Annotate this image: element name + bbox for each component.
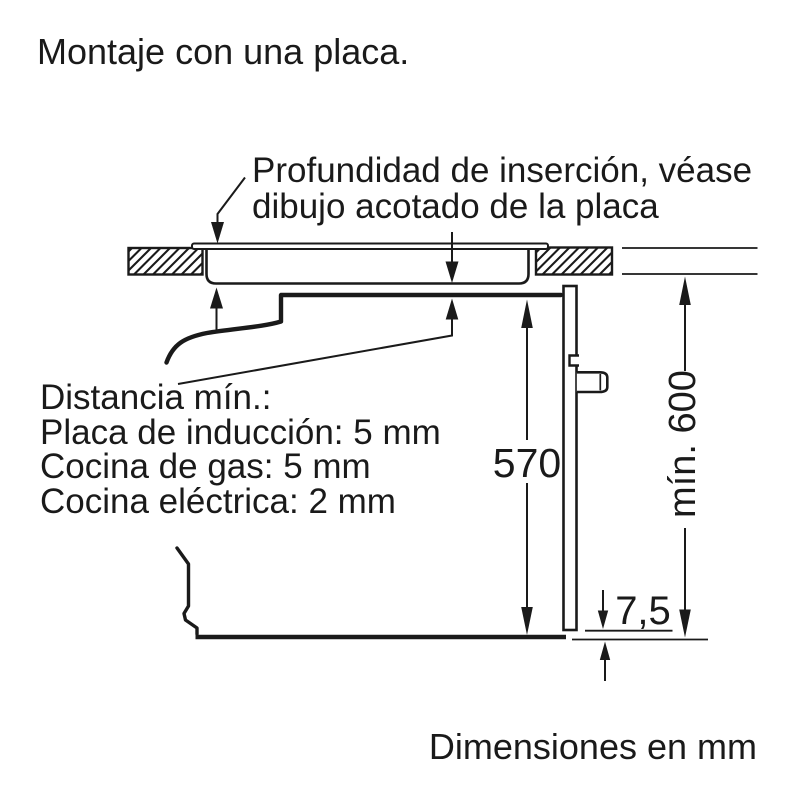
hob-body (205, 248, 530, 285)
units-note: Dimensiones en mm (428, 726, 757, 767)
insertion-depth-note-line1: Profundidad de inserción, véase (252, 151, 753, 190)
oven-left-break-line (175, 546, 199, 636)
page-title: Montaje con una placa. (37, 31, 410, 72)
arrow-570-bottom (521, 607, 533, 635)
dimension-label-7-5: 7,5 (615, 589, 671, 633)
worktop-surface-lines (622, 247, 758, 275)
min-distance-note: Distancia mín.: Placa de inducción: 5 mm… (40, 378, 441, 521)
oven-cross-section (164, 292, 566, 640)
min-distance-item-induction: Placa de inducción: 5 mm (40, 412, 441, 452)
arrow-down-to-flange (211, 222, 224, 244)
worktop-hatch-right (534, 246, 614, 276)
arrow-600-bottom (679, 609, 691, 638)
min-distance-item-gas: Cocina de gas: 5 mm (40, 447, 371, 486)
insertion-depth-note-line2: dibujo acotado de la placa (252, 187, 659, 226)
dimension-label-570: 570 (492, 440, 562, 486)
door-frame-notch (568, 354, 579, 367)
insertion-depth-note: Profundidad de inserción, véase dibujo a… (252, 153, 752, 225)
min-distance-arrows (177, 287, 459, 385)
dimension-label-min-600: mín. 600 (662, 370, 704, 518)
dimension-570 (521, 299, 533, 635)
arrow-75-down (597, 610, 609, 629)
door-handle (576, 371, 609, 394)
worktop-cross-section (127, 246, 758, 276)
hob-flange (191, 242, 549, 250)
insertion-depth-arrows (211, 176, 459, 283)
min-distance-item-electric: Cocina eléctrica: 2 mm (40, 481, 396, 521)
dimension-min-600 (679, 276, 691, 638)
dimension-7-5 (572, 590, 708, 681)
distance-leader-line (177, 319, 453, 385)
min-distance-heading: Distancia mín.: (40, 378, 272, 417)
arrow-75-up (599, 641, 611, 660)
arrow-up-to-oven-top (445, 298, 459, 320)
arrow-down-to-hob-bottom (445, 261, 459, 283)
arrow-up-to-hob-underside (210, 287, 223, 309)
oven-top-outline (164, 292, 564, 365)
arrow-600-top (679, 276, 691, 305)
insertion-leader-line (216, 176, 246, 223)
hob-cross-section (191, 242, 549, 285)
worktop-hatch-left (127, 246, 204, 276)
oven-door-profile (562, 284, 609, 632)
arrow-570-top (521, 299, 533, 328)
door-front-frame (562, 284, 578, 632)
